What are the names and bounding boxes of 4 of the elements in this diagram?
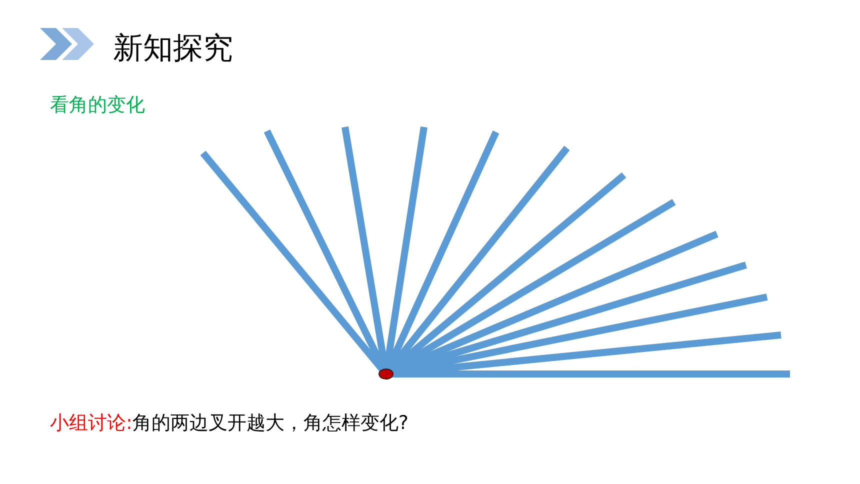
- section-heading: 看角的变化: [50, 93, 145, 118]
- discussion-prompt: 小组讨论:: [50, 411, 132, 436]
- discussion-question: 角的两边叉开越大，角怎样变化?: [132, 411, 408, 436]
- slide-title: 新知探究: [113, 30, 233, 68]
